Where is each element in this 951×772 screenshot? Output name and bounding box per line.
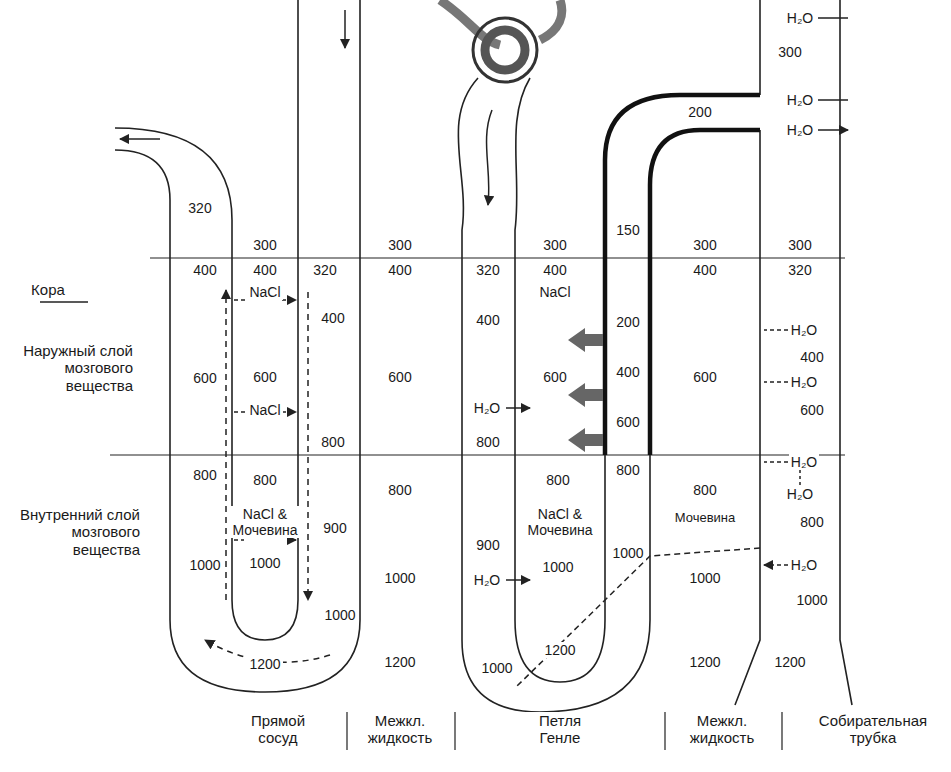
flow-arrows <box>120 10 848 688</box>
value-label: 900 <box>474 537 501 553</box>
value-label: H₂O <box>785 486 815 502</box>
value-label: H₂O <box>472 400 502 416</box>
value-label: H₂O <box>789 454 819 470</box>
value-label: 600 <box>251 369 278 385</box>
value-label: 1000 <box>794 592 829 608</box>
value-label: 300 <box>541 237 568 253</box>
value-label: 400 <box>541 262 568 278</box>
value-label: NaCl <box>247 284 282 300</box>
value-label: 1200 <box>382 654 417 670</box>
value-label: 600 <box>541 369 568 385</box>
value-label: 1000 <box>187 557 222 573</box>
thick-ascending-limb <box>605 95 760 455</box>
value-label: 320 <box>474 262 501 278</box>
value-label: 400 <box>319 310 346 326</box>
value-label: H₂O <box>785 10 815 26</box>
value-label: 1200 <box>247 656 282 672</box>
glomerulus <box>440 0 562 82</box>
value-label: 400 <box>614 364 641 380</box>
value-label: 400 <box>691 262 718 278</box>
value-label: 800 <box>319 434 346 450</box>
value-label: 200 <box>686 104 713 120</box>
value-label: H₂O <box>789 322 819 338</box>
value-label: 300 <box>691 237 718 253</box>
value-label: 1200 <box>542 642 577 658</box>
column-label: Прямой сосуд <box>231 712 325 747</box>
nacl-pump-arrows <box>568 328 603 452</box>
value-label: 600 <box>691 369 718 385</box>
region-label: Наружный слой мозгового вещества <box>3 342 135 394</box>
region-label: Внутренний слой мозгового вещества <box>3 506 142 558</box>
value-label: 800 <box>614 462 641 478</box>
value-label: NaCl <box>537 284 572 300</box>
tube-walls <box>40 0 852 750</box>
value-label: H₂O <box>472 572 502 588</box>
value-label: 300 <box>386 237 413 253</box>
value-label: H₂O <box>785 122 815 138</box>
value-label: 320 <box>786 262 813 278</box>
column-label: Межкл. жидкость <box>358 712 442 747</box>
value-label: Мочевина <box>673 511 738 526</box>
value-label: 600 <box>386 369 413 385</box>
value-label: 1000 <box>247 555 282 571</box>
value-label: 1000 <box>540 559 575 575</box>
value-label: 1000 <box>479 660 514 676</box>
value-label: 1000 <box>610 545 645 561</box>
column-label: Межкл. жидкость <box>680 712 764 747</box>
value-label: 800 <box>798 514 825 530</box>
value-label: NaCl & Мочевина <box>228 506 302 538</box>
value-label: 1200 <box>772 654 807 670</box>
value-label: 320 <box>186 200 213 216</box>
value-label: NaCl <box>247 402 282 418</box>
value-label: H₂O <box>789 557 819 573</box>
column-label: Собирательная трубка <box>806 712 940 747</box>
value-label: 600 <box>798 402 825 418</box>
value-label: H₂O <box>785 92 815 108</box>
value-label: 300 <box>786 237 813 253</box>
value-label: H₂O <box>789 374 819 390</box>
value-label: 150 <box>614 222 641 238</box>
value-label: 1200 <box>687 654 722 670</box>
column-label: Петля Генле <box>518 712 602 747</box>
value-label: 800 <box>386 482 413 498</box>
value-label: 1000 <box>322 607 357 623</box>
value-label: 300 <box>776 44 803 60</box>
value-label: 800 <box>474 434 501 450</box>
value-label: 1000 <box>382 570 417 586</box>
value-label: 320 <box>311 262 338 278</box>
value-label: 1000 <box>687 570 722 586</box>
value-label: 800 <box>191 467 218 483</box>
value-label: 900 <box>321 520 348 536</box>
value-label: 800 <box>544 472 571 488</box>
value-label: 800 <box>251 472 278 488</box>
value-label: 400 <box>474 312 501 328</box>
value-label: 800 <box>691 482 718 498</box>
region-label: Кора <box>29 281 67 298</box>
value-label: 600 <box>614 414 641 430</box>
value-label: 400 <box>251 262 278 278</box>
value-label: 200 <box>614 314 641 330</box>
value-label: 400 <box>798 349 825 365</box>
value-label: NaCl & Мочевина <box>523 506 597 538</box>
value-label: 300 <box>251 237 278 253</box>
value-label: 400 <box>191 262 218 278</box>
value-label: 400 <box>386 262 413 278</box>
value-label: 600 <box>191 370 218 386</box>
